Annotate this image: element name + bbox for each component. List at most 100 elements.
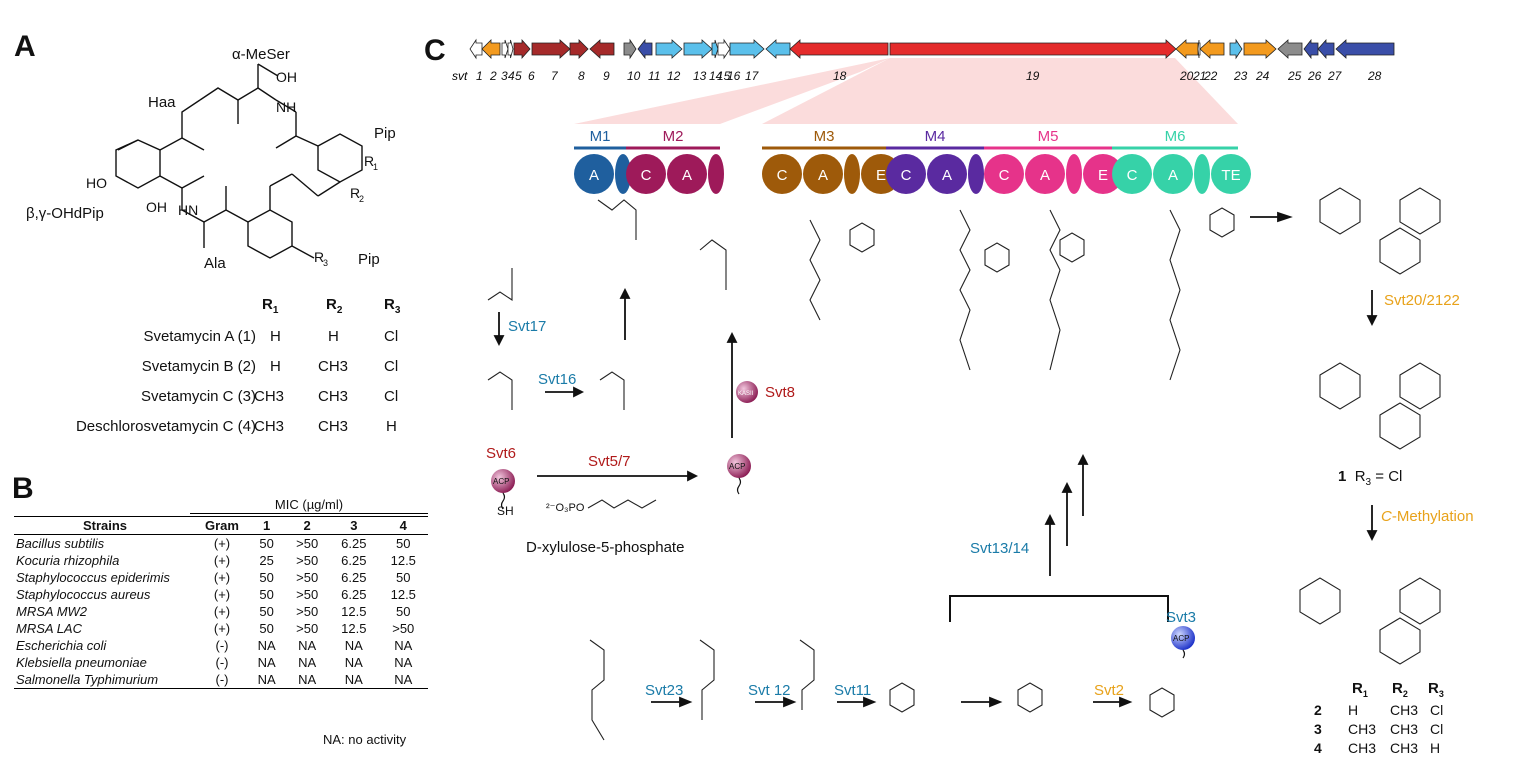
enzyme-svt6: Svt6: [486, 445, 517, 462]
r2-value: H: [328, 328, 339, 345]
gene-label: 5: [515, 69, 522, 83]
gene-arrow: [481, 39, 501, 59]
label-pip-top: Pip: [374, 125, 396, 142]
gene-label: 3: [501, 69, 508, 83]
compound-name-1: Svetamycin A (1): [143, 328, 256, 345]
pcp-domain: [968, 154, 984, 194]
gene-arrow: [1243, 39, 1277, 59]
table-cell: 12.5: [341, 621, 367, 636]
table-cell: NA: [344, 638, 363, 653]
domain-label: C: [1127, 167, 1138, 184]
table-cell: 50: [259, 570, 274, 585]
nrps-domain: [984, 154, 1024, 194]
column-header: Strains: [82, 518, 128, 533]
acp-label: ACP: [729, 462, 745, 471]
table-cell: NA: [344, 672, 363, 687]
gene-label: 9: [603, 69, 610, 83]
compound-id: 3: [1314, 721, 1322, 737]
gene-label: 6: [528, 69, 535, 83]
r1-header: R1: [262, 296, 279, 316]
substituent-value: CH3: [1390, 740, 1419, 756]
kasii-label: KASII: [738, 391, 754, 397]
domain-label: A: [1040, 167, 1050, 184]
gene-arrow: [1197, 39, 1201, 59]
table-cell: NA: [298, 638, 317, 653]
domain-label: E: [876, 167, 886, 184]
svg-text:1: 1: [373, 162, 378, 172]
nrps-domain: [803, 154, 843, 194]
table-cell: (+): [213, 587, 231, 602]
svg-text:2: 2: [359, 194, 364, 204]
gene-arrow: [765, 39, 791, 59]
module-label: M6: [1165, 128, 1186, 145]
atom-r3: R: [314, 249, 324, 265]
gene-label: 11: [648, 69, 660, 83]
nrps-domain: [927, 154, 967, 194]
final-r3-header: R3: [1428, 680, 1444, 699]
table-cell: 12.5: [341, 604, 367, 619]
module-label: M5: [1038, 128, 1059, 145]
enzyme-svt2: Svt2: [1094, 682, 1125, 699]
table-cell: >50: [296, 621, 319, 636]
gene-arrow: [513, 38, 531, 60]
domain-label: A: [942, 167, 952, 184]
atom-hn: HN: [178, 202, 198, 218]
gene-arrow: [507, 39, 514, 59]
gene-label: 4: [508, 69, 515, 83]
strain-name: MRSA LAC: [16, 621, 82, 636]
table-cell: 50: [396, 536, 411, 551]
product-1-label: 1 R3 = Cl: [1338, 468, 1403, 488]
compound-name-3: Svetamycin C (3): [140, 388, 256, 405]
gene-arrow: [589, 39, 615, 59]
gene-arrow: [711, 39, 719, 59]
gene-arrow: [1277, 39, 1303, 59]
gene-label: 25: [1287, 69, 1302, 83]
table-cell: >50: [296, 536, 319, 551]
gene-label: 14: [709, 69, 723, 83]
r1-value: H: [270, 328, 281, 345]
gene-label: 28: [1367, 69, 1382, 83]
domain-label: E: [1098, 167, 1108, 184]
mic-table: Strains Gram 1 2 3 4 Bacillus subtilis(+…: [14, 516, 428, 689]
domain-label: A: [818, 167, 828, 184]
domain-label: C: [901, 167, 912, 184]
nrps-domain: [1083, 154, 1123, 194]
cluster-prefix: svt: [452, 69, 468, 83]
gene-label: 8: [578, 69, 585, 83]
table-cell: 6.25: [341, 570, 367, 585]
table-cell: NA: [298, 672, 317, 687]
table-cell: (+): [213, 604, 231, 619]
r3-value: Cl: [384, 358, 399, 375]
enzyme-svt11: Svt11: [834, 682, 872, 699]
pcp-domain: [1194, 154, 1210, 194]
enzyme-svt17: Svt17: [508, 318, 547, 335]
label-ala: Ala: [204, 255, 226, 272]
gene-label: 16: [727, 69, 741, 83]
compound-id: 4: [1314, 740, 1322, 756]
domain-label: TE: [1221, 167, 1240, 184]
substituent-value: Cl: [1430, 721, 1444, 737]
gene-label: 10: [627, 69, 641, 83]
gene-arrow: [469, 38, 483, 60]
r1-value: H: [270, 358, 281, 375]
gene-arrow: [637, 38, 653, 60]
gene-label: 22: [1203, 69, 1218, 83]
gene-arrow: [889, 39, 1177, 59]
atom-r2: R: [350, 185, 360, 201]
strain-name: Staphylococcus epiderimis: [16, 570, 170, 585]
substituent-value: H: [1430, 740, 1441, 756]
table-cell: >50: [296, 570, 319, 585]
column-header: 3: [350, 518, 358, 533]
strain-name: Escherichia coli: [16, 638, 107, 653]
module-label: M3: [814, 128, 835, 145]
gene-arrow: [1175, 39, 1199, 59]
table-cell: 6.25: [341, 553, 367, 568]
strain-name: Salmonella Typhimurium: [16, 672, 159, 687]
gene-arrow: [623, 38, 637, 60]
pcp-domain: [615, 154, 631, 194]
